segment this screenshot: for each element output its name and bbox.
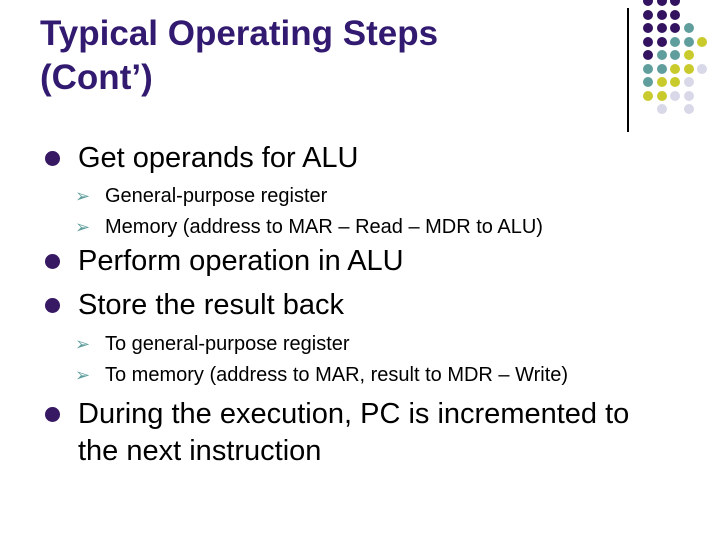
arrowhead-bullet-icon: ➢ [75, 217, 91, 237]
decorative-dot [643, 9, 653, 20]
decorative-dot [697, 63, 707, 74]
decorative-dot [683, 23, 694, 33]
bullet-circle-icon [45, 151, 60, 166]
sub-bullet-item: ➢ To general-purpose register [75, 329, 690, 360]
arrowhead-bullet-icon: ➢ [75, 365, 91, 385]
decorative-dot [643, 90, 653, 101]
decorative-dot [656, 90, 667, 101]
arrowhead-bullet-icon: ➢ [75, 186, 91, 206]
sub-bullet-text: Memory (address to MAR – Read – MDR to A… [105, 216, 543, 238]
sub-bullet-text: To memory (address to MAR, result to MDR… [105, 364, 569, 386]
decorative-dot [670, 23, 680, 33]
arrowhead-bullet-icon: ➢ [75, 334, 91, 354]
slide-body: Get operands for ALU ➢ General-purpose r… [45, 140, 690, 470]
decorative-dot [670, 0, 680, 6]
decorative-dot [670, 90, 680, 101]
slide-title-line-2: (Cont’) [40, 58, 153, 97]
bullet-item: Get operands for ALU [45, 140, 690, 177]
decorative-dot [670, 77, 680, 87]
divider-line [627, 8, 629, 132]
sub-bullet-text: General-purpose register [105, 185, 328, 207]
decorative-dot [643, 23, 653, 33]
decorative-dot [656, 104, 667, 114]
decorative-dot [683, 50, 694, 60]
decorative-dot [656, 50, 667, 60]
decorative-dot [656, 63, 667, 74]
decorative-dot [683, 90, 694, 101]
bullet-text: During the execution, PC is incremented … [78, 398, 630, 467]
decorative-dot [670, 63, 680, 74]
decorative-dot [643, 36, 653, 47]
decorative-dot [683, 77, 694, 87]
decorative-dot-grid [643, 0, 713, 121]
bullet-circle-icon [45, 298, 60, 313]
bullet-circle-icon [45, 407, 60, 422]
decorative-dot [643, 0, 653, 6]
decorative-dot [656, 9, 667, 20]
bullet-item: During the execution, PC is incremented … [45, 396, 690, 470]
slide-title-line-1: Typical Operating Steps [40, 14, 439, 53]
bullet-text: Perform operation in ALU [78, 245, 404, 277]
decorative-dot [643, 77, 653, 87]
decorative-dot [656, 0, 667, 6]
decorative-dot [670, 50, 680, 60]
bullet-text: Store the result back [78, 289, 344, 321]
sub-bullet-text: To general-purpose register [105, 333, 350, 355]
bullet-circle-icon [45, 254, 60, 269]
decorative-dot [683, 63, 694, 74]
bullet-item: Store the result back [45, 287, 690, 324]
decorative-dot [656, 36, 667, 47]
sub-bullet-item: ➢ To memory (address to MAR, result to M… [75, 360, 690, 391]
sub-bullet-item: ➢ Memory (address to MAR – Read – MDR to… [75, 212, 690, 243]
decorative-dot [683, 36, 694, 47]
slide-title: Typical Operating Steps (Cont’) [40, 12, 600, 100]
decorative-dot [670, 36, 680, 47]
bullet-item: Perform operation in ALU [45, 243, 690, 280]
decorative-dot [697, 36, 707, 47]
decorative-dot [656, 23, 667, 33]
decorative-dot [670, 9, 680, 20]
decorative-dot [683, 104, 694, 114]
bullet-text: Get operands for ALU [78, 142, 359, 174]
decorative-dot [643, 63, 653, 74]
decorative-dot [656, 77, 667, 87]
sub-bullet-item: ➢ General-purpose register [75, 181, 690, 212]
decorative-dot [643, 50, 653, 60]
